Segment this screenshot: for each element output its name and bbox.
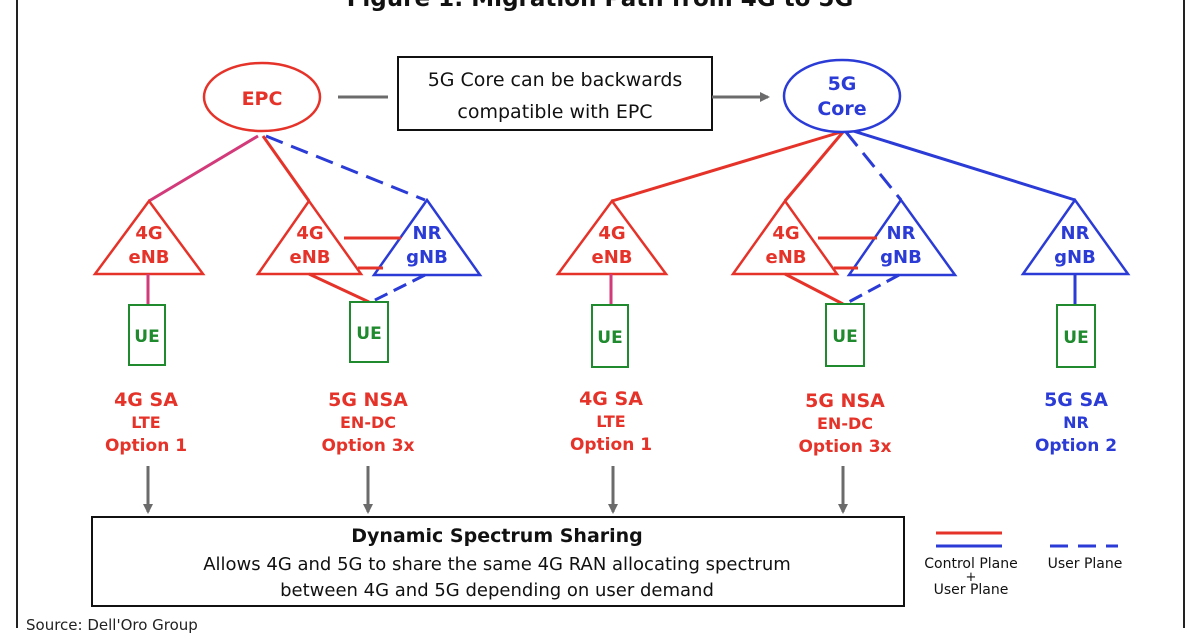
legend-control-line1: Control Plane — [924, 556, 1017, 572]
legend-user-label: User Plane — [1048, 556, 1123, 572]
gnb4-label-line2: gNB — [880, 247, 922, 268]
gnb4-to-ue4-link — [844, 273, 900, 306]
compat-note-line2: compatible with EPC — [457, 101, 652, 123]
ue5-label: UE — [1063, 328, 1088, 348]
ue2-label: UE — [356, 324, 381, 344]
option1-name: 4G SA — [114, 389, 178, 411]
gnb2-label-line2: gNB — [406, 247, 448, 268]
figure-frame-left — [16, 0, 18, 628]
epc-label: EPC — [242, 88, 283, 110]
ue3-label: UE — [597, 328, 622, 348]
epc-to-enb2-link — [261, 135, 311, 202]
gnb4-label-line1: NR — [887, 223, 916, 244]
figure-frame-right — [1183, 0, 1185, 628]
ue1-label: UE — [134, 327, 159, 347]
enb1-label-line2: eNB — [129, 247, 170, 268]
option5-name: 5G SA — [1044, 389, 1108, 411]
core5g-node — [782, 58, 902, 134]
option4-option: Option 3x — [798, 437, 891, 457]
option2-sub: EN-DC — [340, 413, 396, 432]
gnb2-label-line1: NR — [413, 223, 442, 244]
enb3-label-line2: eNB — [592, 247, 633, 268]
enb1-label-line1: 4G — [135, 223, 162, 244]
compat-note-box — [397, 56, 713, 131]
option3-name: 4G SA — [579, 388, 643, 410]
option2-option: Option 3x — [321, 436, 414, 456]
enb4-to-ue4-link — [784, 272, 844, 306]
option5-sub: NR — [1063, 413, 1089, 432]
enb4-label-line2: eNB — [766, 247, 807, 268]
core5g-label-line2: Core — [817, 98, 866, 120]
option3-option: Option 1 — [570, 435, 652, 455]
core-to-enb3-link — [611, 130, 842, 203]
core-to-gnb5-link — [849, 128, 1076, 202]
option4-sub: EN-DC — [817, 414, 873, 433]
enb2-label-line2: eNB — [290, 247, 331, 268]
dss-title: Dynamic Spectrum Sharing — [351, 525, 643, 547]
enb4-label-line1: 4G — [772, 223, 799, 244]
core5g-label-line1: 5G — [828, 73, 857, 95]
ue-box-3 — [591, 304, 629, 368]
ue-box-5 — [1056, 304, 1096, 368]
enb3-label-line1: 4G — [598, 223, 625, 244]
core-to-gnb4-link — [844, 131, 903, 201]
option3-sub: LTE — [596, 412, 625, 431]
legend-control-line2: User Plane — [934, 582, 1009, 598]
compat-note-line1: 5G Core can be backwards — [428, 69, 683, 91]
gnb5-label-line1: NR — [1061, 223, 1090, 244]
legend-plus: + — [966, 570, 977, 585]
dss-line1: Allows 4G and 5G to share the same 4G RA… — [203, 554, 791, 575]
dss-box — [91, 516, 905, 607]
option2-name: 5G NSA — [328, 389, 408, 411]
gnb5-label-line2: gNB — [1054, 247, 1096, 268]
ue-box-2 — [349, 301, 389, 363]
epc-to-gnb2-link — [265, 134, 426, 202]
figure-title: Figure 1: Migration Path from 4G to 5G — [0, 0, 1200, 12]
option5-option: Option 2 — [1035, 436, 1117, 456]
option4-name: 5G NSA — [805, 390, 885, 412]
epc-node — [202, 61, 322, 133]
option1-option: Option 1 — [105, 436, 187, 456]
option1-sub: LTE — [131, 413, 160, 432]
ue4-label: UE — [832, 327, 857, 347]
enb2-label-line1: 4G — [296, 223, 323, 244]
dss-line2: between 4G and 5G depending on user dema… — [280, 580, 714, 601]
enb2-to-ue2-link — [308, 272, 370, 304]
core-to-enb4-link — [783, 131, 845, 202]
source-note: Source: Dell'Oro Group — [26, 616, 198, 634]
ue-box-1 — [128, 304, 166, 366]
epc-to-enb1-link — [148, 134, 259, 203]
gnb2-to-ue2-link — [370, 273, 426, 304]
ue-box-4 — [825, 303, 865, 367]
